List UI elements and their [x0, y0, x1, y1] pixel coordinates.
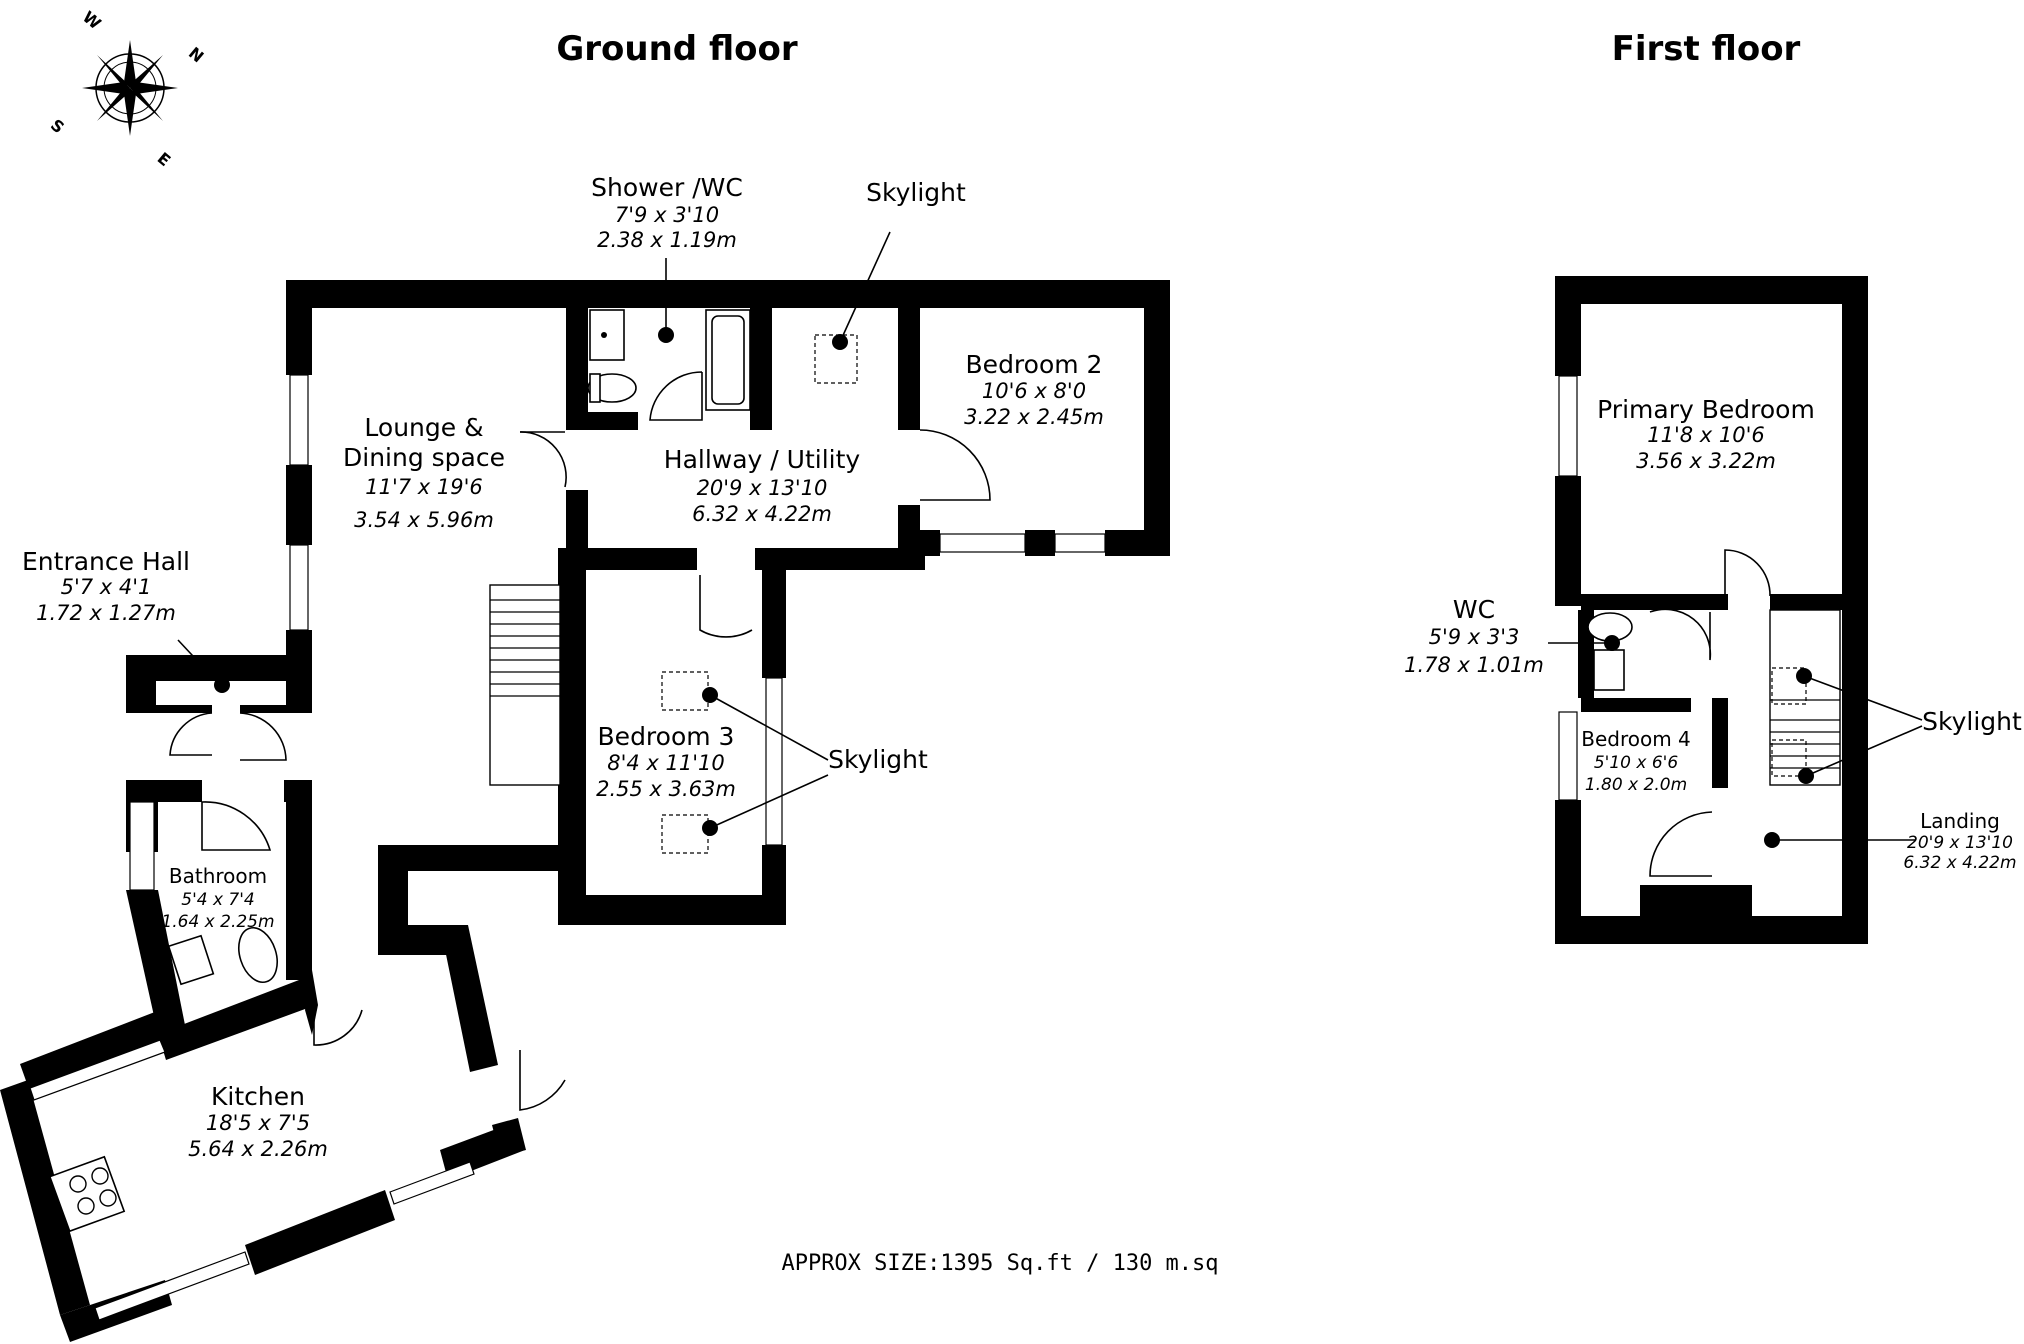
- skylight-label-top: Skylight: [866, 178, 966, 207]
- ground-floor-leaders: [177, 231, 891, 836]
- lounge-name-2: Dining space: [343, 443, 505, 472]
- ground-floor-windows: [29, 374, 1106, 1321]
- primary-bedroom-imperial: 11'8 x 10'6: [1647, 423, 1765, 447]
- primary-bedroom-metric: 3.56 x 3.22m: [1636, 449, 1776, 473]
- label-hallway: Hallway / Utility 20'9 x 13'10 6.32 x 4.…: [664, 445, 861, 526]
- compass-s: S: [47, 115, 68, 137]
- hallway-name: Hallway / Utility: [664, 445, 861, 474]
- first-floor-leaders: [1548, 635, 1923, 848]
- skylight-label-first-floor: Skylight: [1922, 707, 2022, 736]
- bathroom-metric: 1.64 x 2.25m: [161, 912, 274, 932]
- compass-w: W: [79, 7, 105, 33]
- label-bathroom: Bathroom 5'4 x 7'4 1.64 x 2.25m: [161, 864, 274, 932]
- lounge-name-1: Lounge &: [364, 413, 483, 442]
- label-kitchen: Kitchen 18'5 x 7'5 5.64 x 2.26m: [188, 1082, 328, 1161]
- ground-floor-fixtures: [48, 309, 751, 1233]
- kitchen-imperial: 18'5 x 7'5: [206, 1111, 310, 1135]
- label-shower-wc: Shower /WC 7'9 x 3'10 2.38 x 1.19m: [591, 173, 743, 252]
- bedroom-4-metric: 1.80 x 2.0m: [1585, 775, 1687, 795]
- entrance-hall-metric: 1.72 x 1.27m: [36, 601, 176, 625]
- shower-wc-name: Shower /WC: [591, 173, 743, 202]
- landing-name: Landing: [1920, 809, 2000, 833]
- bedroom-3-name: Bedroom 3: [598, 722, 735, 751]
- label-bedroom-2: Bedroom 2 10'6 x 8'0 3.22 x 2.45m: [964, 350, 1104, 429]
- label-primary-bedroom: Primary Bedroom 11'8 x 10'6 3.56 x 3.22m: [1597, 395, 1815, 473]
- compass-rose: W N S E: [47, 7, 207, 170]
- compass-n: N: [185, 43, 207, 66]
- bathroom-name: Bathroom: [169, 864, 267, 888]
- wc-metric: 1.78 x 1.01m: [1404, 653, 1544, 677]
- landing-metric: 6.32 x 4.22m: [1903, 853, 2016, 873]
- label-bedroom-4: Bedroom 4 5'10 x 6'6 1.80 x 2.0m: [1581, 727, 1691, 795]
- first-floor-fixtures: [1587, 612, 1633, 691]
- wc-imperial: 5'9 x 3'3: [1429, 625, 1520, 649]
- label-landing: Landing 20'9 x 13'10 6.32 x 4.22m: [1903, 809, 2016, 873]
- kitchen-name: Kitchen: [211, 1082, 305, 1111]
- lounge-imperial: 11'7 x 19'6: [365, 475, 483, 499]
- landing-imperial: 20'9 x 13'10: [1907, 833, 2013, 853]
- label-entrance-hall: Entrance Hall 5'7 x 4'1 1.72 x 1.27m: [22, 547, 190, 625]
- first-floor-doors: [1649, 549, 1771, 877]
- compass-e: E: [154, 148, 175, 170]
- hallway-metric: 6.32 x 4.22m: [692, 502, 832, 526]
- hallway-imperial: 20'9 x 13'10: [697, 476, 828, 500]
- primary-bedroom-name: Primary Bedroom: [1597, 395, 1815, 424]
- bedroom-4-name: Bedroom 4: [1581, 727, 1691, 751]
- kitchen-metric: 5.64 x 2.26m: [188, 1137, 328, 1161]
- ground-floor-walls: [0, 280, 1170, 1342]
- bathroom-imperial: 5'4 x 7'4: [181, 890, 254, 910]
- ground-floor-stairs: [489, 584, 561, 786]
- bedroom-2-name: Bedroom 2: [966, 350, 1103, 379]
- bedroom-2-imperial: 10'6 x 8'0: [982, 379, 1086, 403]
- ground-floor-heading: Ground floor: [556, 29, 798, 69]
- first-floor-heading: First floor: [1612, 29, 1801, 69]
- ground-floor-doors: [169, 371, 991, 1111]
- skylight-label-bedroom-3: Skylight: [828, 745, 928, 774]
- first-floor-windows: [1558, 375, 1578, 801]
- bedroom-3-metric: 2.55 x 3.63m: [596, 777, 736, 801]
- lounge-metric: 3.54 x 5.96m: [354, 508, 494, 532]
- bedroom-2-metric: 3.22 x 2.45m: [964, 405, 1104, 429]
- label-bedroom-3: Bedroom 3 8'4 x 11'10 2.55 x 3.63m: [596, 722, 736, 801]
- shower-wc-imperial: 7'9 x 3'10: [615, 203, 719, 227]
- first-floor-skylights: [1771, 667, 1807, 777]
- entrance-hall-name: Entrance Hall: [22, 547, 190, 576]
- wc-name: WC: [1453, 595, 1495, 624]
- bedroom-3-imperial: 8'4 x 11'10: [607, 751, 725, 775]
- label-lounge: Lounge & Dining space 11'7 x 19'6 3.54 x…: [343, 413, 505, 532]
- label-wc: WC 5'9 x 3'3 1.78 x 1.01m: [1404, 595, 1544, 677]
- first-floor-stairs: [1769, 609, 1841, 786]
- entrance-hall-imperial: 5'7 x 4'1: [61, 575, 152, 599]
- approx-size-caption: APPROX SIZE:1395 Sq.ft / 130 m.sq: [781, 1251, 1218, 1276]
- first-floor-walls: [1555, 276, 1868, 944]
- bedroom-4-imperial: 5'10 x 6'6: [1594, 753, 1678, 773]
- shower-wc-metric: 2.38 x 1.19m: [597, 228, 737, 252]
